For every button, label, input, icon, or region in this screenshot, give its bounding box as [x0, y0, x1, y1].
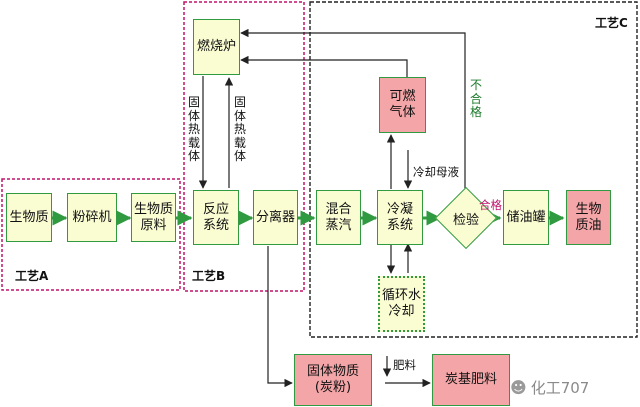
node-storage-tank: 储油罐 — [503, 190, 549, 245]
node-combustible-gas-label: 可燃 气体 — [389, 89, 416, 120]
label-fertilizer: 肥料 — [393, 358, 416, 372]
wechat-icon: ☻ — [510, 378, 527, 397]
section-c-label: 工艺C — [595, 16, 628, 30]
node-combustible-gas: 可燃 气体 — [379, 77, 426, 133]
node-circulating-water: 循环水 冷却 — [378, 276, 425, 332]
label-solid-heat-carrier-down: 固体热载体 — [187, 95, 200, 163]
node-mixed-vapor-label: 混合 蒸汽 — [325, 201, 352, 233]
node-condensing-system-label: 冷凝 系统 — [386, 201, 413, 233]
node-raw-material: 生物质 原料 — [131, 193, 176, 242]
node-raw-material-label: 生物质 原料 — [133, 201, 173, 233]
watermark: ☻ 化工707 — [510, 377, 589, 398]
node-reaction-system: 反应 系统 — [193, 190, 239, 245]
node-furnace: 燃烧炉 — [193, 19, 240, 75]
node-condensing-system: 冷凝 系统 — [377, 190, 423, 245]
node-furnace-label: 燃烧炉 — [196, 39, 236, 54]
node-biomass: 生物质 — [6, 193, 52, 242]
node-carbon-fertilizer-label: 炭基肥料 — [444, 372, 497, 387]
arrow-gas-to-furnace — [240, 55, 408, 77]
node-bio-oil: 生物 质油 — [566, 190, 611, 245]
node-solid-material: 固体物质 (炭粉) — [294, 354, 372, 406]
label-solid-heat-carrier-up: 固体热载体 — [233, 95, 246, 163]
label-cooling-mother-liquor: 冷却母液 — [413, 165, 459, 179]
node-biomass-label: 生物质 — [9, 209, 49, 225]
node-circulating-water-label: 循环水 冷却 — [381, 288, 421, 319]
node-reaction-system-label: 反应 系统 — [202, 201, 229, 233]
node-carbon-fertilizer: 炭基肥料 — [432, 354, 510, 406]
node-separator: 分离器 — [253, 190, 298, 245]
label-unqualified: 不合格 — [469, 78, 482, 119]
arrow-unqualified-return — [240, 28, 466, 193]
node-mixed-vapor: 混合 蒸汽 — [316, 190, 361, 245]
section-a-label: 工艺A — [15, 269, 49, 283]
section-a-boundary — [1, 178, 181, 291]
node-storage-tank-label: 储油罐 — [506, 209, 546, 225]
section-c-boundary — [309, 1, 638, 338]
arrow-separator-to-solid — [267, 246, 293, 388]
section-b-label: 工艺B — [192, 269, 226, 283]
node-bio-oil-label: 生物 质油 — [575, 201, 602, 233]
node-crusher-label: 粉碎机 — [72, 209, 112, 225]
watermark-text: 化工707 — [530, 379, 590, 397]
node-inspection-label: 检验 — [452, 213, 479, 228]
node-separator-label: 分离器 — [255, 209, 295, 225]
node-solid-material-label: 固体物质 (炭粉) — [306, 364, 359, 395]
label-qualified: 合格 — [479, 198, 502, 212]
node-crusher: 粉碎机 — [67, 193, 117, 242]
section-b-boundary — [183, 1, 305, 292]
